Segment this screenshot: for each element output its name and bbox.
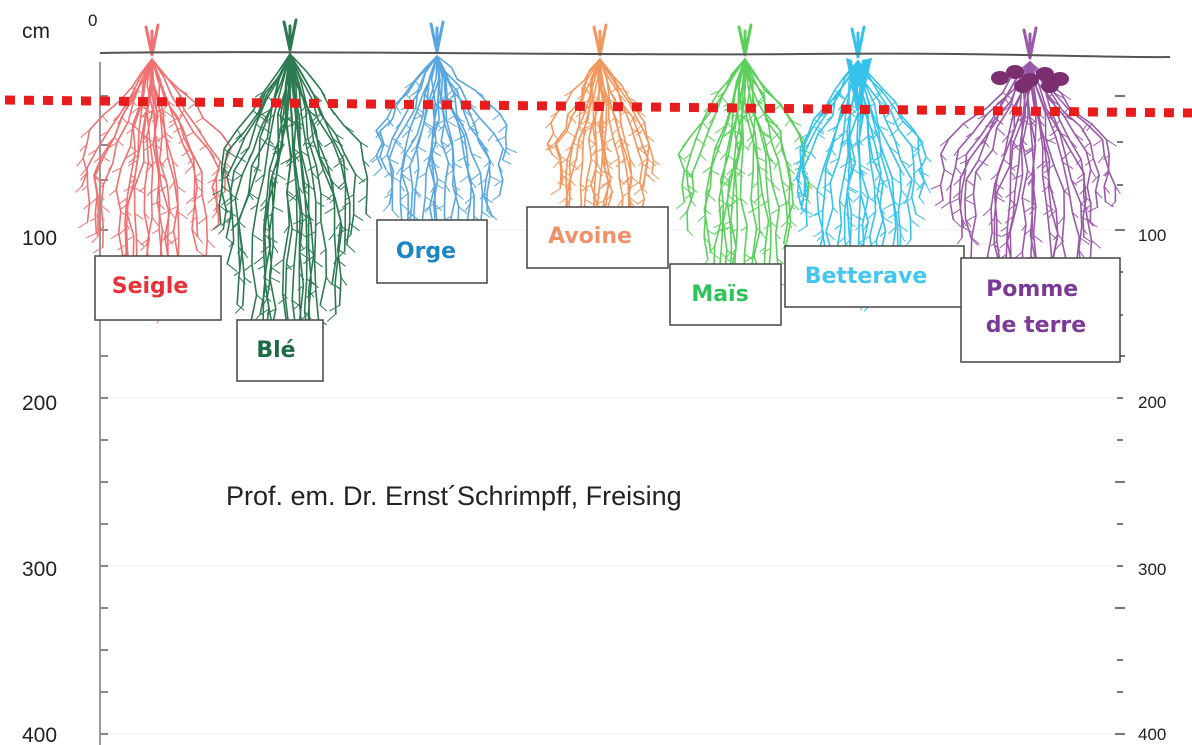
right-tick-label-100: 100 xyxy=(1138,226,1166,245)
left-tick-label-100: 100 xyxy=(22,227,57,250)
label-text-seigle: Seigle xyxy=(112,274,189,299)
label-text-mais: Maïs xyxy=(691,282,748,307)
plant-label-orge: Orge xyxy=(376,219,488,284)
root-system-2 xyxy=(369,20,517,284)
right-tick-label-300: 300 xyxy=(1138,560,1166,579)
plant-label-seigle: Seigle xyxy=(94,255,222,321)
left-tick-label-300: 300 xyxy=(22,558,57,581)
left-tick-label-200: 200 xyxy=(22,392,57,415)
plant-label-mais: Maïs xyxy=(669,263,782,326)
plant-label-ble: Blé xyxy=(236,319,324,382)
right-tick-label-200: 200 xyxy=(1138,393,1166,412)
label-text-pomme-de-terre: Pomme de terre xyxy=(986,277,1086,338)
root-system-1 xyxy=(212,18,372,379)
credit-text: Prof. em. Dr. Ernst´Schrimpff, Freising xyxy=(226,481,682,511)
label-text-pomme-de-terre-line2: de terre xyxy=(986,313,1086,338)
beet-taproot xyxy=(846,58,872,110)
label-text-orge: Orge xyxy=(396,239,456,264)
right-tick-label-400: 400 xyxy=(1138,725,1166,744)
axis-zero-label: 0 xyxy=(88,11,97,30)
plant-label-pomme-de-terre: Pomme de terre xyxy=(960,257,1121,363)
potato-tubers xyxy=(991,65,1069,93)
left-tick-label-400: 400 xyxy=(22,724,57,745)
left-axis xyxy=(99,62,108,745)
ground-line xyxy=(99,51,1171,59)
depth-marker-line xyxy=(4,95,1192,118)
right-axis xyxy=(1115,95,1125,735)
plant-label-betterave: Betterave xyxy=(784,245,965,308)
label-text-avoine: Avoine xyxy=(548,224,632,249)
plant-label-avoine: Avoine xyxy=(526,206,669,269)
label-text-betterave: Betterave xyxy=(805,264,928,289)
axis-unit-label: cm xyxy=(22,20,50,43)
label-text-ble: Blé xyxy=(256,338,295,363)
label-text-pomme-de-terre-line1: Pomme xyxy=(986,277,1078,302)
